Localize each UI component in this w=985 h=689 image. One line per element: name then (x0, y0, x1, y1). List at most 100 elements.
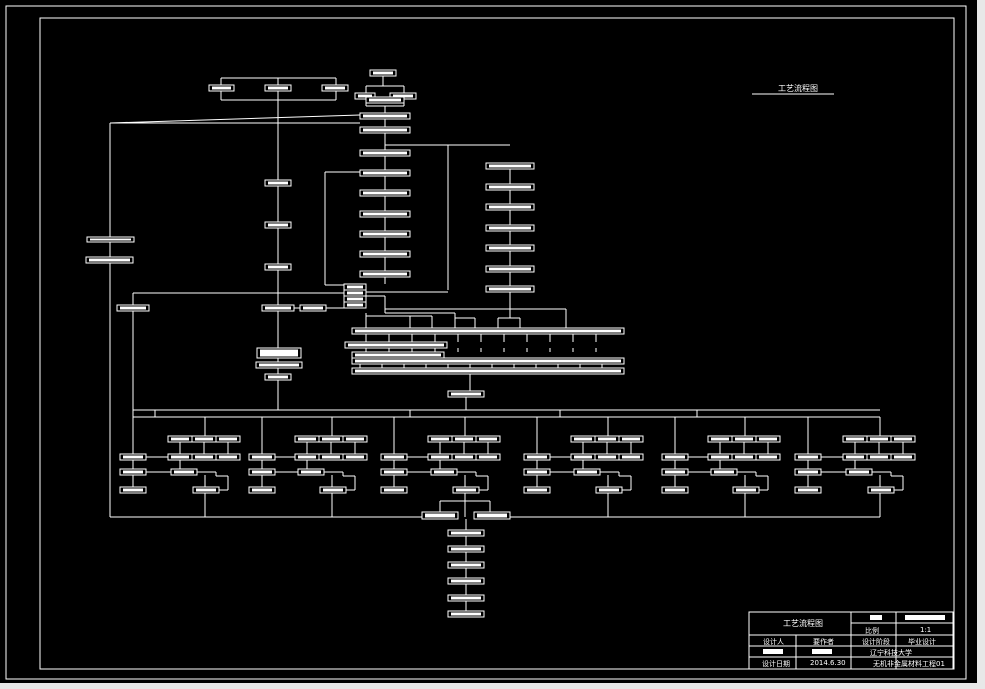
node-label-block (219, 437, 237, 441)
node-label-block (268, 265, 288, 269)
node-label-block (171, 437, 189, 441)
node-label-block (174, 470, 194, 474)
window-edge-bottom (0, 683, 985, 689)
node-label-block (798, 470, 818, 474)
node-label-block (451, 579, 481, 583)
node-label-block (219, 455, 237, 459)
node-label-block (489, 164, 531, 168)
node-label-block (363, 232, 407, 236)
node-label-block (268, 181, 288, 185)
node-label-block (846, 455, 864, 459)
node-label-block (455, 455, 473, 459)
node-label-block (347, 291, 363, 295)
node-label-block (798, 488, 818, 492)
scale-value: 1:1 (920, 626, 932, 634)
design-stage-value: 毕业设计 (908, 638, 936, 646)
node-label-block (798, 455, 818, 459)
node-label-block (849, 470, 869, 474)
node-label-block (527, 455, 547, 459)
node-label-block (574, 437, 592, 441)
node-label-block (711, 455, 729, 459)
outer-frame (5, 5, 967, 680)
node-label-block (195, 455, 213, 459)
node-label-block (123, 455, 143, 459)
designer-label: 设计人 (763, 638, 784, 646)
node-label-block (322, 437, 340, 441)
node-label-block (599, 488, 619, 492)
node-label-block (252, 470, 272, 474)
window-edge-right (977, 0, 985, 689)
node-label-block (894, 437, 912, 441)
node-label-block (384, 470, 404, 474)
design-stage-label: 设计阶段 (862, 638, 890, 646)
node-label-block (363, 252, 407, 256)
node-label-block (431, 437, 449, 441)
node-label-block (622, 455, 640, 459)
node-label-block (298, 437, 316, 441)
node-label-block (358, 94, 372, 98)
node-label-block (431, 455, 449, 459)
node-label-block (574, 455, 592, 459)
node-label-block (870, 455, 888, 459)
node-label-block (171, 455, 189, 459)
node-label-block (384, 455, 404, 459)
node-label-block (363, 151, 407, 155)
node-label-block (665, 455, 685, 459)
node-label-block (212, 86, 231, 90)
connector-line (109, 114, 361, 124)
node-label-block (322, 455, 340, 459)
node-label-block (665, 488, 685, 492)
node-label-block (489, 185, 531, 189)
node-label-block (268, 86, 288, 90)
date-label: 设计日期 (762, 660, 790, 668)
node-label-block (622, 437, 640, 441)
designer-name: 要作者 (813, 638, 834, 646)
node-label-block (346, 437, 364, 441)
title-block (748, 611, 954, 670)
node-label-block (355, 359, 621, 363)
node-label-block (363, 128, 407, 132)
node-label-block (451, 612, 481, 616)
node-label-block (355, 353, 441, 357)
node-label-block (384, 488, 404, 492)
node-label-block (123, 488, 143, 492)
node-label-block (735, 437, 753, 441)
node-label-block (260, 349, 298, 357)
node-label-block (355, 369, 621, 373)
node-label-block (479, 437, 497, 441)
node-label-block (363, 171, 407, 175)
node-label-block (301, 470, 321, 474)
node-label-block (252, 488, 272, 492)
inner-frame (39, 17, 955, 670)
node-label-block (323, 488, 343, 492)
node-label-block (527, 488, 547, 492)
node-label-block (870, 437, 888, 441)
node-label-block (894, 455, 912, 459)
process-nodes (85, 69, 916, 618)
node-label-block (268, 223, 288, 227)
title-block-title: 工艺流程图 (783, 619, 823, 628)
node-label-block (456, 488, 476, 492)
node-label-block (89, 258, 130, 262)
node-label-block (347, 297, 363, 301)
node-label-block (348, 343, 444, 347)
node-label-block (252, 455, 272, 459)
node-label-block (434, 470, 454, 474)
node-label-block (527, 470, 547, 474)
node-label-block (489, 287, 531, 291)
scale-label: 比例 (865, 627, 879, 635)
node-label-block (846, 437, 864, 441)
node-label-block (363, 272, 407, 276)
node-label-block (120, 306, 146, 310)
node-label-block (363, 191, 407, 195)
node-label-block (195, 437, 213, 441)
node-label-block (196, 488, 216, 492)
node-label-block (259, 363, 299, 367)
node-label-block (489, 267, 531, 271)
node-label-block (265, 306, 291, 310)
node-label-block (759, 437, 777, 441)
node-label-block (598, 455, 616, 459)
node-label-block (393, 94, 413, 98)
node-label-block (90, 238, 131, 241)
